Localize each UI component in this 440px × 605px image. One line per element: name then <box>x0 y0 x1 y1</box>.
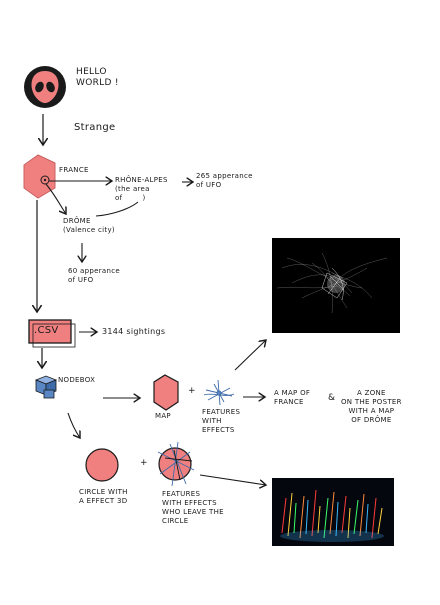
features-circle-icon <box>157 441 195 487</box>
3d-effect-image <box>272 478 394 546</box>
map-label: MAP <box>155 412 171 420</box>
features-with-effects-label: FEATURES WITH EFFECTS <box>202 408 241 434</box>
drome-label: DRÔME (Valence city) <box>63 217 115 234</box>
sightings-label: 3144 sightings <box>102 327 166 336</box>
france-label: FRANCE <box>59 166 89 174</box>
csv-label: .CSV <box>34 325 59 336</box>
plus-sign-2: + <box>140 458 148 468</box>
arrow-to-3d-image <box>199 474 266 485</box>
link-rhone-drome <box>95 201 139 217</box>
arrow-france-drome <box>45 183 66 214</box>
zone-poster-label: A ZONE ON THE POSTER WITH A MAP OF DRÔME <box>341 389 402 424</box>
nodebox-label: NODEBOX <box>58 376 96 384</box>
nodebox-cube-icon <box>34 375 58 399</box>
france-hexagon-icon <box>23 154 56 199</box>
circle-3d-icon <box>85 448 119 482</box>
map-of-france-label: A MAP OF FRANCE <box>274 389 311 406</box>
arrow-nodebox-circle <box>67 412 80 438</box>
ufo-265-label: 265 apperance of UFO <box>196 172 253 189</box>
features-effects-icon <box>203 379 235 406</box>
plus-sign-1: + <box>188 386 196 396</box>
hello-world-label: HELLO WORLD ! <box>76 67 119 88</box>
csv-file-icon <box>28 319 76 348</box>
arrow-to-network-image <box>234 340 266 371</box>
features-leave-circle-label: FEATURES WITH EFFECTS WHO LEAVE THE CIRC… <box>162 490 224 525</box>
network-visualization-image <box>272 238 400 333</box>
ufo-60-label: 60 apperance of UFO <box>68 267 120 284</box>
alien-logo-icon <box>24 66 66 108</box>
map-hexagon-icon <box>153 374 179 411</box>
rhone-alpes-label: RHÔNE-ALPES (the area of ) <box>115 176 168 202</box>
strange-label: Strange <box>74 122 116 133</box>
ampersand-label: & <box>328 393 336 403</box>
circle-effect-label: CIRCLE WITH A EFFECT 3D <box>79 488 128 505</box>
